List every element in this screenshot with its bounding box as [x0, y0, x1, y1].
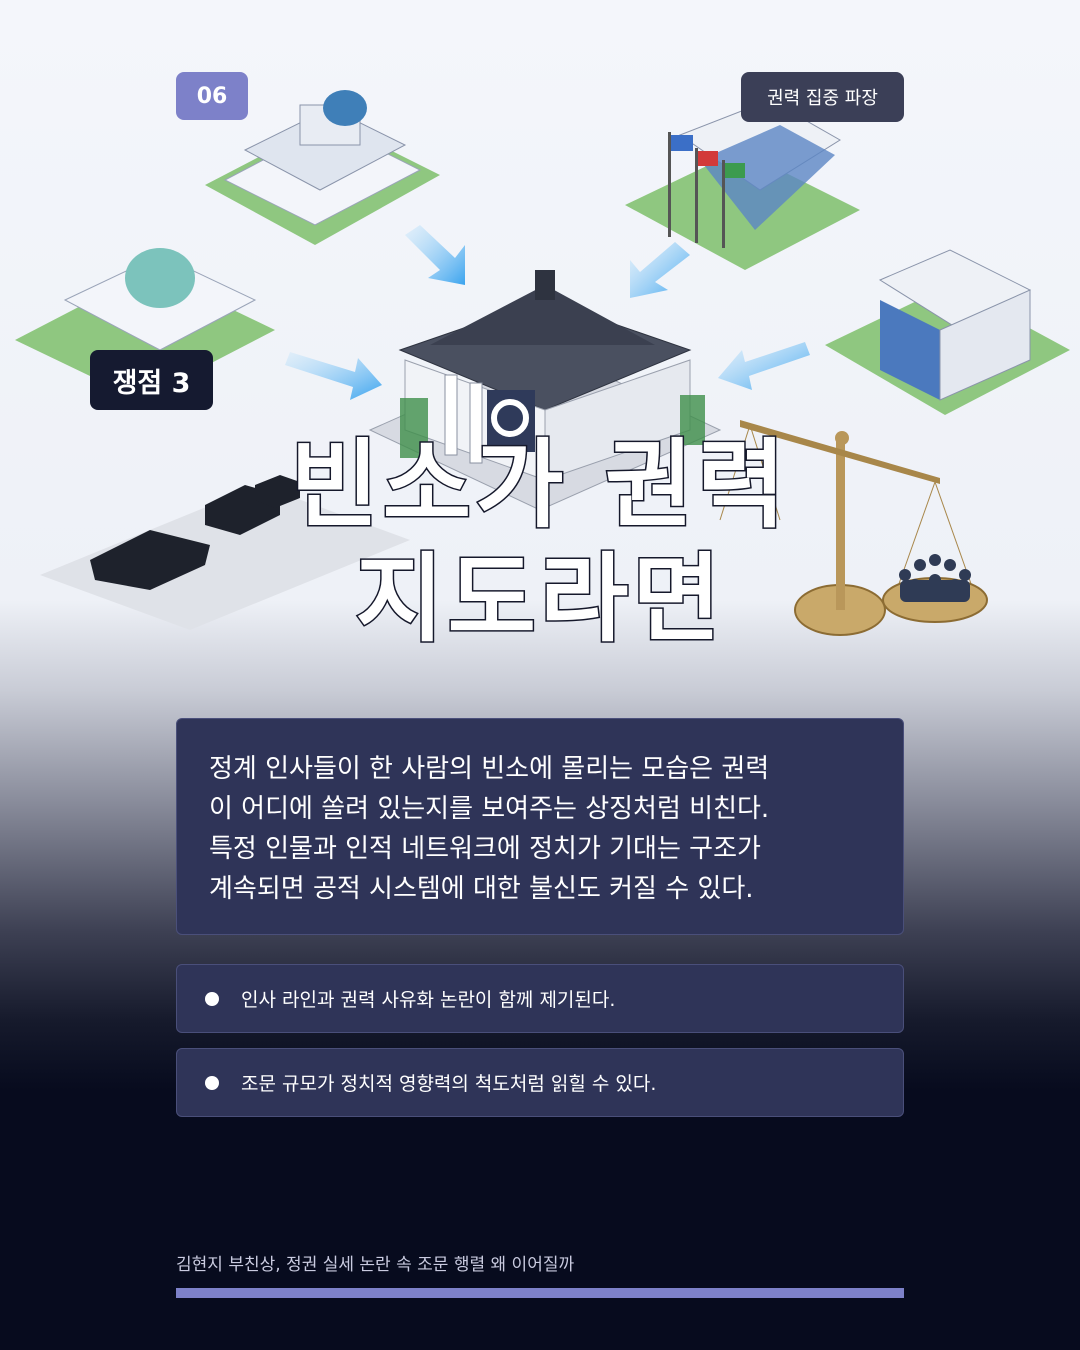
- source-caption: 김현지 부친상, 정권 실세 논란 속 조문 행렬 왜 이어질까: [176, 1255, 575, 1275]
- bullet-dot-icon: [205, 991, 219, 1006]
- page-title: 빈소가 권력 지도라면: [0, 428, 1080, 657]
- main-text-line: 이 어디에 쏠려 있는지를 보여주는 상징처럼 비친다.: [209, 794, 770, 824]
- page-number-badge: 06: [176, 72, 248, 120]
- title-line-2: 지도라면: [354, 542, 725, 657]
- building-top-left: [205, 90, 440, 245]
- bullet-text: 인사 라인과 권력 사유화 논란이 함께 제기된다.: [241, 989, 616, 1011]
- bullet-dot-icon: [205, 1075, 219, 1090]
- category-tag: 권력 집중 파장: [741, 72, 904, 122]
- funeral-hall: [368, 270, 722, 511]
- main-text-line: 특정 인물과 인적 네트워크에 정치가 기대는 구조가: [209, 834, 761, 864]
- building-left: [15, 248, 275, 400]
- main-text-line: 정계 인사들이 한 사람의 빈소에 몰리는 모습은 권력: [209, 754, 770, 784]
- scale-of-justice: [719, 420, 988, 636]
- main-text-card: 정계 인사들이 한 사람의 빈소에 몰리는 모습은 권력 이 어디에 쏠려 있는…: [176, 718, 904, 935]
- illustration-buildings-funeral-scale: [15, 90, 1070, 636]
- issue-label: 쟁점 3: [90, 350, 213, 410]
- title-line-1: 빈소가 권력: [289, 428, 790, 543]
- bullet-text: 조문 규모가 정치적 영향력의 척도처럼 읽힐 수 있다.: [241, 1073, 657, 1095]
- bullet-item: 인사 라인과 권력 사유화 논란이 함께 제기된다.: [176, 964, 904, 1033]
- main-text-line: 계속되면 공적 시스템에 대한 불신도 커질 수 있다.: [209, 874, 754, 904]
- bullet-item: 조문 규모가 정치적 영향력의 척도처럼 읽힐 수 있다.: [176, 1048, 904, 1117]
- road-with-cars: [40, 475, 410, 630]
- accent-bar: [176, 1288, 904, 1298]
- building-right: [825, 249, 1070, 415]
- building-top-right: [625, 99, 860, 270]
- arrows: [285, 225, 810, 400]
